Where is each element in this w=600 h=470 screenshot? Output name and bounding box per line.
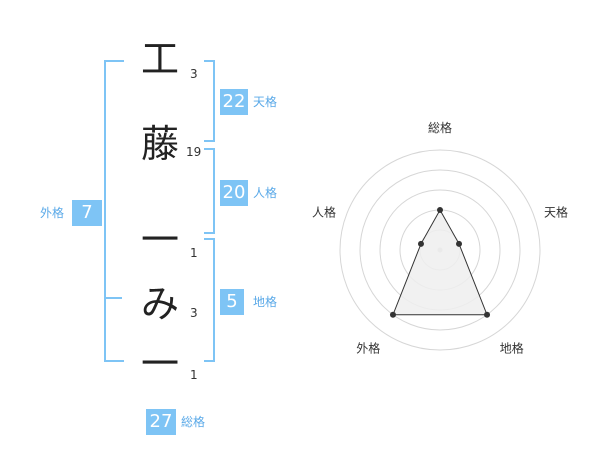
radar-axis-label-3: 外格	[356, 341, 380, 356]
radar-axis-label-2: 地格	[500, 341, 524, 356]
radar-ring-5	[339, 149, 541, 351]
gaikaku-badge: 7	[72, 200, 102, 226]
radar-axis-label-0: 総格	[428, 120, 452, 135]
soukaku-badge: 27	[146, 409, 176, 435]
gaikaku-bracket-tick	[104, 297, 122, 299]
stroke-count-3: 1	[190, 246, 198, 260]
radar-axis-label-4: 人格	[312, 204, 336, 219]
name-char-2: 藤	[140, 122, 179, 166]
tenkaku-bracket	[204, 60, 215, 142]
chikaku-badge: 5	[220, 289, 244, 315]
stroke-count-2: 19	[186, 145, 202, 159]
radar-axis-label-1: 天格	[544, 204, 568, 219]
gaikaku-label: 外格	[40, 206, 65, 220]
gaikaku-bracket	[104, 60, 124, 362]
jinkaku-badge: 20	[220, 180, 248, 206]
chikaku-label: 地格	[253, 295, 278, 309]
radar-point-4	[417, 240, 424, 247]
tenkaku-badge: 22	[220, 89, 248, 115]
radar-ring-4	[359, 169, 521, 331]
radar-point-1	[456, 240, 463, 247]
radar-point-3	[389, 311, 396, 318]
chikaku-bracket	[204, 238, 215, 362]
jinkaku-bracket	[204, 148, 215, 234]
name-char-3: 一	[140, 218, 179, 262]
radar-polygon	[392, 208, 488, 316]
stroke-count-1: 3	[190, 67, 198, 81]
name-char-4: み	[140, 282, 179, 326]
name-char-5: 一	[140, 342, 179, 386]
name-char-1: 工	[140, 37, 179, 81]
stroke-count-4: 3	[190, 306, 198, 320]
stroke-count-5: 1	[190, 368, 198, 382]
tenkaku-label: 天格	[253, 95, 278, 109]
jinkaku-label: 人格	[253, 186, 278, 200]
radar-point-2	[484, 311, 491, 318]
soukaku-label: 総格	[181, 415, 206, 429]
radar-point-0	[437, 207, 443, 213]
